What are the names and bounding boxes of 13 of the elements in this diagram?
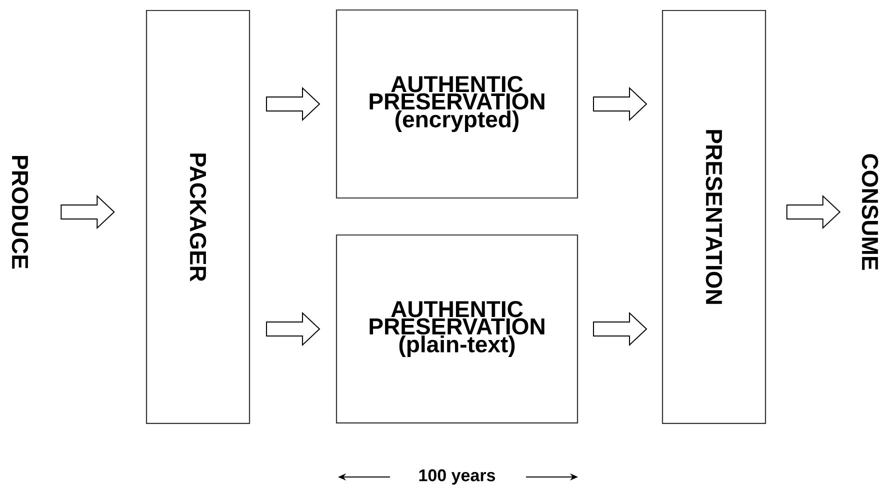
process-box: AUTHENTIC PRESERVATION (plain-text) [336,234,578,424]
block-arrow [786,194,841,230]
block-arrow [593,86,648,122]
stage-label: CONSUME [862,154,878,270]
block-arrow [60,194,115,230]
block-arrow [593,312,648,346]
process-box: PACKAGER [146,10,250,424]
block-arrow [266,86,320,122]
stage-label: PRODUCE [12,156,28,269]
block-arrow [266,312,320,346]
dimension-label: 100 years [419,469,496,485]
process-box: PRESENTATION [662,10,766,424]
process-box: AUTHENTIC PRESERVATION (encrypted) [336,9,578,199]
